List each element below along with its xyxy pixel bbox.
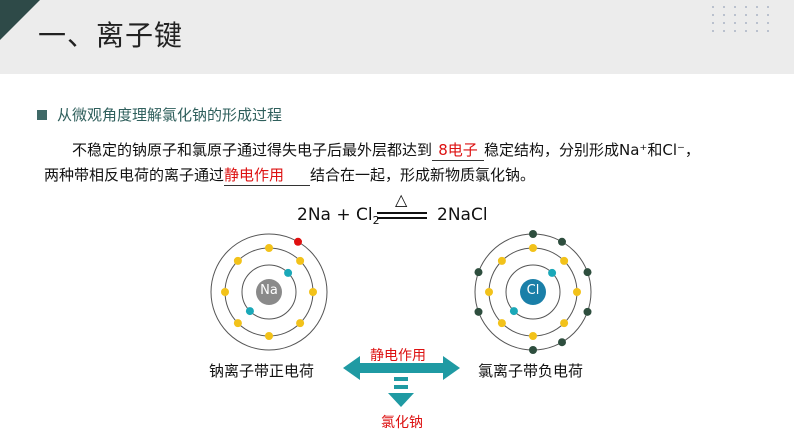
grid-dot (712, 22, 714, 24)
grid-dot (767, 30, 769, 32)
sodium-electron (265, 244, 273, 252)
sodium-electron (294, 237, 302, 246)
electrostatic-double-arrow (343, 356, 460, 380)
grid-dot (745, 14, 747, 16)
down-arrow-head (388, 393, 414, 407)
grid-dot (767, 14, 769, 16)
decorative-dot-grid (712, 6, 782, 36)
chlorine-electron (497, 256, 506, 265)
sodium-electron (245, 307, 254, 316)
header-corner-accent (0, 0, 40, 40)
sodium-caption: 钠离子带正电荷 (209, 362, 315, 380)
paragraph-line-1-end: 稳定结构，分别形成Na⁺和Cl⁻， (484, 141, 700, 159)
equation-line-bottom (377, 217, 427, 219)
sodium-electron (265, 332, 273, 340)
sodium-nucleus-label: Na (260, 283, 278, 298)
grid-dot (745, 30, 747, 32)
grid-dot (712, 6, 714, 8)
chlorine-shell-2 (505, 264, 561, 320)
chlorine-electron (497, 319, 506, 328)
sodium-electron (233, 319, 242, 328)
chlorine-electron (558, 338, 566, 347)
paragraph-line-1-start: 不稳定的钠原子和氯原子通过得失电子后最外层都达到 (72, 141, 433, 159)
page-title: 一、离子键 (38, 19, 184, 52)
sodium-shell-2 (241, 264, 297, 320)
sodium-electron (296, 256, 305, 265)
grid-dot (712, 14, 714, 16)
chlorine-electron (558, 237, 566, 246)
grid-dot (734, 30, 736, 32)
grid-dot (723, 22, 725, 24)
grid-dot (734, 22, 736, 24)
paragraph-line-2-end: 结合在一起，形成新物质氯化钠。 (310, 166, 536, 184)
paragraph-line-2-start: 两种带相反电荷的离子通过 (44, 166, 225, 184)
chlorine-electron (529, 346, 537, 354)
chlorine-electron (583, 268, 592, 277)
grid-dot (767, 22, 769, 24)
grid-dot (723, 14, 725, 16)
equation-line-top (377, 212, 427, 214)
grid-dot (767, 6, 769, 8)
equation-subscript: 2 (372, 214, 380, 227)
chlorine-electron (560, 256, 569, 265)
chlorine-electron (583, 307, 592, 316)
chlorine-nucleus (520, 279, 546, 305)
sodium-electron (284, 268, 293, 277)
grid-dot (756, 30, 758, 32)
grid-dot (723, 6, 725, 8)
chlorine-caption: 氯离子带负电荷 (478, 362, 584, 380)
chlorine-electron (560, 319, 569, 328)
section-bullet-icon (37, 110, 47, 120)
product-label: 氯化钠 (381, 415, 423, 431)
chlorine-electron (573, 288, 581, 296)
chlorine-electron (548, 268, 557, 277)
chlorine-electron (509, 307, 518, 316)
chlorine-electron (474, 268, 483, 277)
grid-dot (745, 22, 747, 24)
sodium-nucleus (256, 279, 282, 305)
equation-reactants: 2Na + Cl (297, 205, 373, 225)
sodium-shell-0 (210, 233, 328, 351)
answer-blank-2: 静电作用 (224, 164, 311, 186)
chemical-equation: 2Na + Cl2 (297, 205, 380, 227)
chlorine-electron (485, 288, 493, 296)
answer-blank-1: 8电子 (432, 139, 485, 161)
grid-dot (745, 6, 747, 8)
chlorine-electron (529, 244, 537, 252)
chlorine-electron (474, 307, 483, 316)
sodium-electron (221, 288, 229, 296)
grid-dot (734, 14, 736, 16)
grid-dot (756, 22, 758, 24)
chlorine-electron (529, 230, 537, 238)
chlorine-electron (529, 332, 537, 340)
sodium-electron (233, 256, 242, 265)
chlorine-nucleus-label: Cl (526, 283, 540, 298)
paragraph-line-2: 两种带相反电荷的离子通过静电作用结合在一起，形成新物质氯化钠。 (44, 164, 535, 186)
down-arrow-dash (394, 377, 408, 381)
sodium-electron (309, 288, 317, 296)
grid-dot (723, 30, 725, 32)
heating-condition: △ (395, 190, 408, 209)
grid-dot (756, 14, 758, 16)
sodium-electron (296, 319, 305, 328)
equation-product: 2NaCl (437, 205, 488, 225)
down-arrow-dash (394, 385, 408, 389)
grid-dot (756, 6, 758, 8)
grid-dot (734, 6, 736, 8)
section-title: 从微观角度理解氯化钠的形成过程 (57, 106, 283, 124)
grid-dot (712, 30, 714, 32)
electrostatic-label: 静电作用 (370, 348, 426, 364)
header-bar: 一、离子键 (0, 0, 794, 74)
